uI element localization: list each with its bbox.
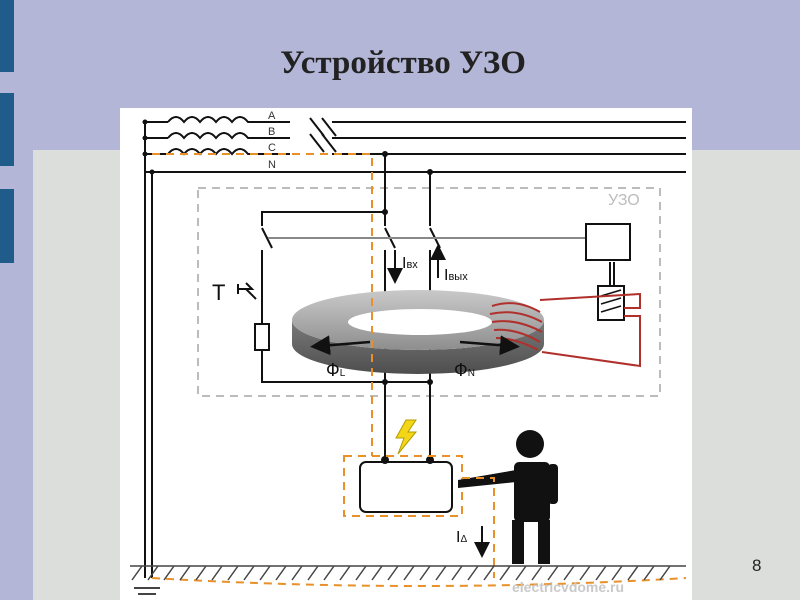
accent-bar-top (0, 0, 14, 72)
accent-bar-middle (0, 93, 14, 166)
person-icon (458, 430, 558, 564)
accent-bar-bottom (0, 189, 14, 263)
ground-line (130, 565, 686, 595)
flux-l-label: ФL (326, 360, 346, 380)
rcd-label: УЗО (608, 192, 640, 209)
phase-label-a: A (268, 110, 276, 122)
current-out-label: Iвых (444, 267, 468, 284)
rcd-diagram: A B C N УЗО Т (120, 108, 692, 600)
page-number: 8 (752, 556, 762, 575)
ground-path (151, 153, 687, 587)
phase-label-b: B (268, 126, 275, 138)
trip-relay (585, 223, 631, 261)
phase-label-n: N (268, 159, 276, 171)
phase-label-c: C (268, 142, 276, 154)
phase-lines (144, 117, 686, 578)
toroid-core (292, 290, 544, 374)
flux-n-label: ФN (454, 360, 475, 380)
secondary-winding (489, 292, 641, 368)
current-in-label: Iвх (402, 255, 418, 272)
leak-current-label: IΔ (456, 529, 467, 546)
test-button-icon (237, 282, 257, 300)
current-arrows (387, 244, 446, 284)
test-resistor (254, 323, 270, 351)
test-button-label: Т (212, 280, 225, 305)
lightning-icon (395, 419, 418, 455)
slide-title: Устройство УЗО (280, 45, 526, 81)
watermark: electricvdome.ru (512, 579, 624, 595)
appliance (359, 461, 453, 513)
flux-arrows (310, 335, 520, 356)
